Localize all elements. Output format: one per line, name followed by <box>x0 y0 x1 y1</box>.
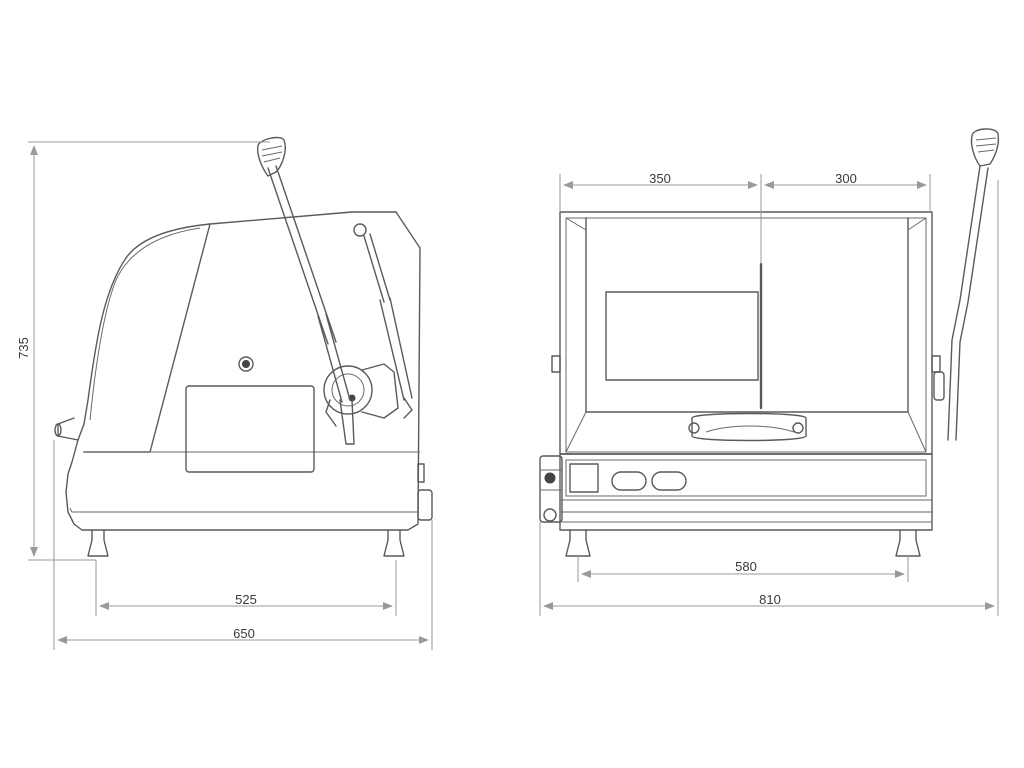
side-view <box>54 136 433 557</box>
front-lever <box>947 165 989 441</box>
side-hub-wheel <box>323 365 373 415</box>
front-control-panel <box>559 453 933 531</box>
side-door-panel <box>185 385 315 473</box>
side-gas-strut <box>363 233 391 303</box>
dim-label-810: 810 <box>759 592 781 607</box>
front-display-box <box>569 463 599 493</box>
dim-label-735: 735 <box>16 337 31 359</box>
side-main-lever <box>267 165 337 345</box>
side-knob-icon <box>238 356 254 372</box>
side-foot-right <box>383 529 405 557</box>
side-housing-outline <box>65 211 421 531</box>
side-connector <box>417 489 433 521</box>
side-lever-knob-icon <box>256 136 286 177</box>
dim-label-580: 580 <box>735 559 757 574</box>
front-foot-left <box>565 529 591 557</box>
dim-label-650: 650 <box>233 626 255 641</box>
side-front-cover <box>83 223 211 453</box>
dim-label-350: 350 <box>649 171 671 186</box>
front-lever-knob-icon <box>970 128 1000 167</box>
front-cabinet-outline <box>559 211 933 455</box>
front-side-knob-icon <box>543 508 557 522</box>
side-foot-left <box>87 529 109 557</box>
dimension-lines <box>28 141 999 650</box>
front-inner-panel <box>605 291 759 381</box>
side-base-edge <box>69 507 418 513</box>
front-handle <box>691 412 807 442</box>
front-button-1 <box>611 471 647 491</box>
side-spout <box>57 417 79 441</box>
front-side-block <box>539 455 563 523</box>
dim-label-300: 300 <box>835 171 857 186</box>
dim-label-525: 525 <box>235 592 257 607</box>
front-window <box>585 217 909 413</box>
front-foot-right <box>895 529 921 557</box>
side-cover-edge <box>89 227 201 421</box>
front-view <box>539 128 1000 557</box>
front-button-2 <box>651 471 687 491</box>
